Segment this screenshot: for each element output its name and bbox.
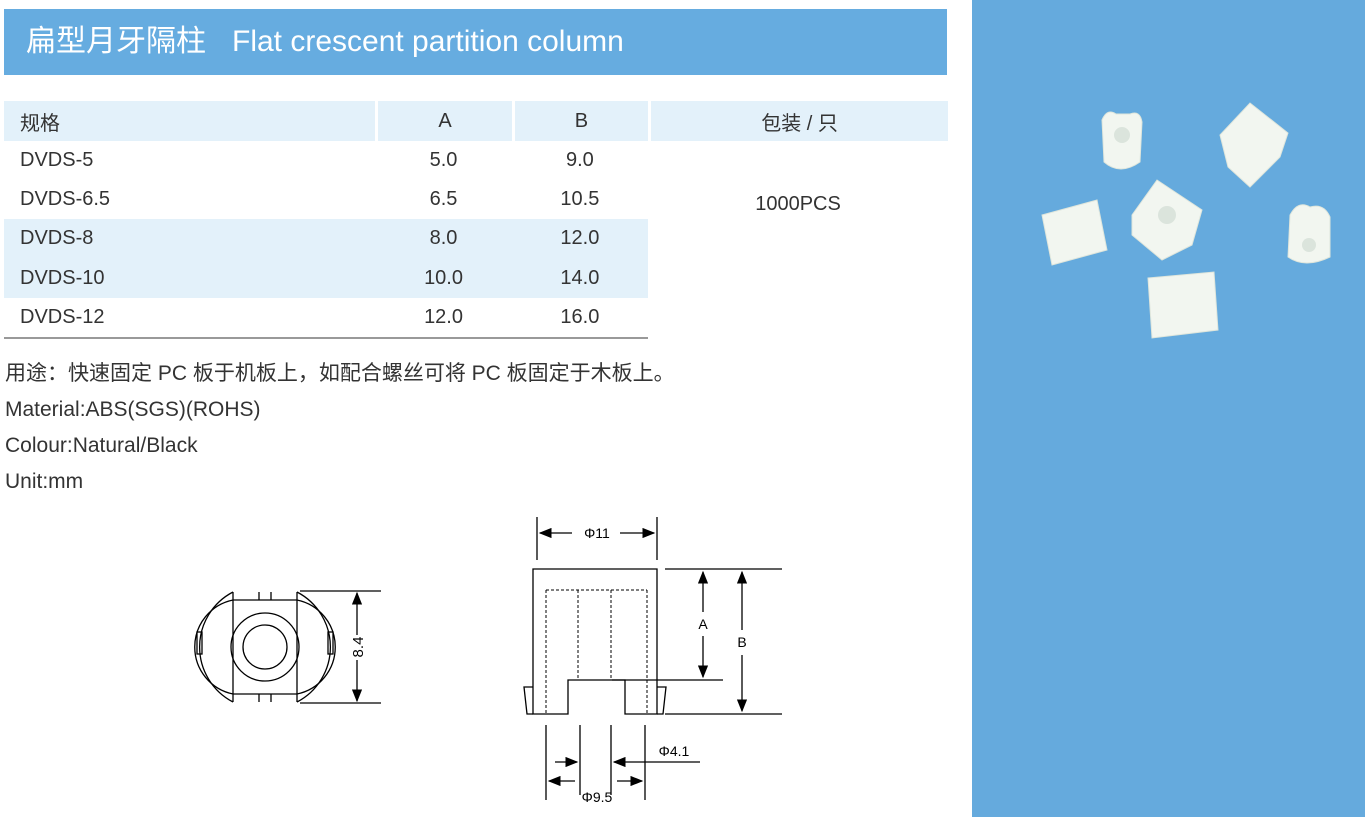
title-cn: 扁型月牙隔柱	[26, 25, 206, 58]
cell: DVDS-5	[20, 149, 94, 172]
cell: DVDS-10	[4, 258, 376, 298]
dim-inner: Φ4.1	[659, 743, 690, 759]
dim-height: 8.4	[350, 637, 367, 658]
cell: 12.0	[375, 298, 512, 339]
cell: DVDS-12	[4, 298, 376, 339]
colour-note: Colour:Natural/Black	[5, 434, 198, 457]
cell: 10.0	[375, 258, 512, 298]
table-row: DVDS-6.5 6.5 10.5	[4, 180, 948, 219]
technical-drawing: 8.4 Φ11 A B Φ4.1 Φ9.5	[194, 517, 782, 805]
table-row: DVDS-5 5.0 9.0 1000PCS	[4, 141, 948, 215]
dim-a: A	[698, 616, 708, 632]
dim-base: Φ9.5	[582, 789, 613, 805]
cell: 8.0	[375, 219, 512, 259]
col-packing: 包装 / 只	[648, 101, 948, 141]
dim-top-width: Φ11	[584, 525, 610, 541]
unit-note: Unit:mm	[5, 470, 84, 493]
title-en: Flat crescent partition column	[232, 25, 624, 58]
col-b: B	[511, 101, 649, 141]
cell: DVDS-6.5	[20, 188, 111, 211]
dim-b: B	[737, 634, 746, 650]
cell: DVDS-8	[4, 219, 376, 259]
col-spec: 规格	[4, 101, 376, 141]
cell: 12.0	[511, 219, 649, 259]
product-photo-panel	[972, 0, 1365, 817]
cell: 5.0	[429, 149, 458, 172]
usage-note: 用途：快速固定 PC 板于机板上，如配合螺丝可将 PC 板固定于木板上。	[5, 362, 675, 385]
top-view	[194, 590, 381, 704]
cell: 10.5	[560, 188, 600, 211]
cell: 14.0	[511, 258, 649, 298]
cell: 9.0	[565, 149, 594, 172]
packing-cell: 1000PCS	[755, 193, 841, 215]
spec-table: 规格 A B 包装 / 只 DVDS-5 5.0 9.0 1000PCS DVDS-6…	[4, 101, 948, 339]
cell: 16.0	[511, 298, 649, 339]
title-bar: 扁型月牙隔柱 Flat crescent partition column	[4, 9, 947, 75]
notes: 用途：快速固定 PC 板于机板上，如配合螺丝可将 PC 板固定于木板上。 Mat…	[5, 356, 675, 500]
product-photo	[1041, 102, 1331, 339]
col-a: A	[375, 101, 512, 141]
material-note: Material:ABS(SGS)(ROHS)	[5, 398, 261, 421]
side-view	[523, 517, 782, 800]
cell: 6.5	[429, 188, 458, 211]
